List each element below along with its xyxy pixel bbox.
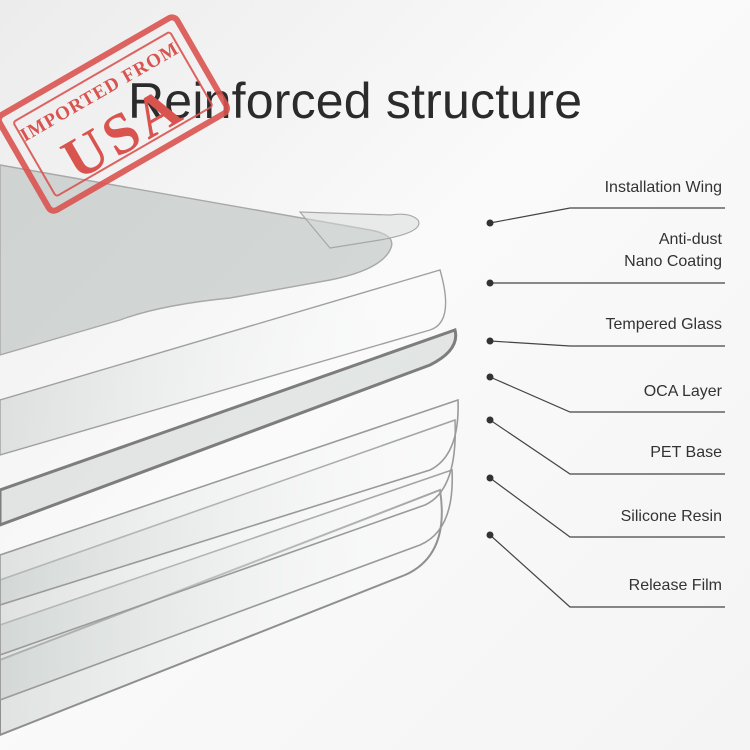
imported-from-usa-stamp: IMPORTED FROM USA (0, 14, 230, 214)
page-title: Reinforced structure (128, 73, 583, 129)
label-tempered-glass: Tempered Glass (605, 316, 723, 333)
leader-dots (486, 219, 494, 539)
nano-coating-layer (0, 269, 447, 456)
label-release-film: Release Film (628, 577, 722, 594)
label-installation-wing: Installation Wing (604, 179, 722, 196)
label-silicone-resin: Silicone Resin (620, 508, 722, 525)
oca-layer (0, 398, 459, 606)
installation-wing-tab (298, 211, 420, 249)
label-oca-layer: OCA Layer (643, 383, 722, 400)
leader-lines (489, 207, 725, 608)
label-anti-dust-nano-coating: Anti-dust Nano Coating (624, 231, 722, 270)
tempered-glass-layer (0, 328, 458, 527)
label-pet-base: PET Base (650, 444, 722, 461)
